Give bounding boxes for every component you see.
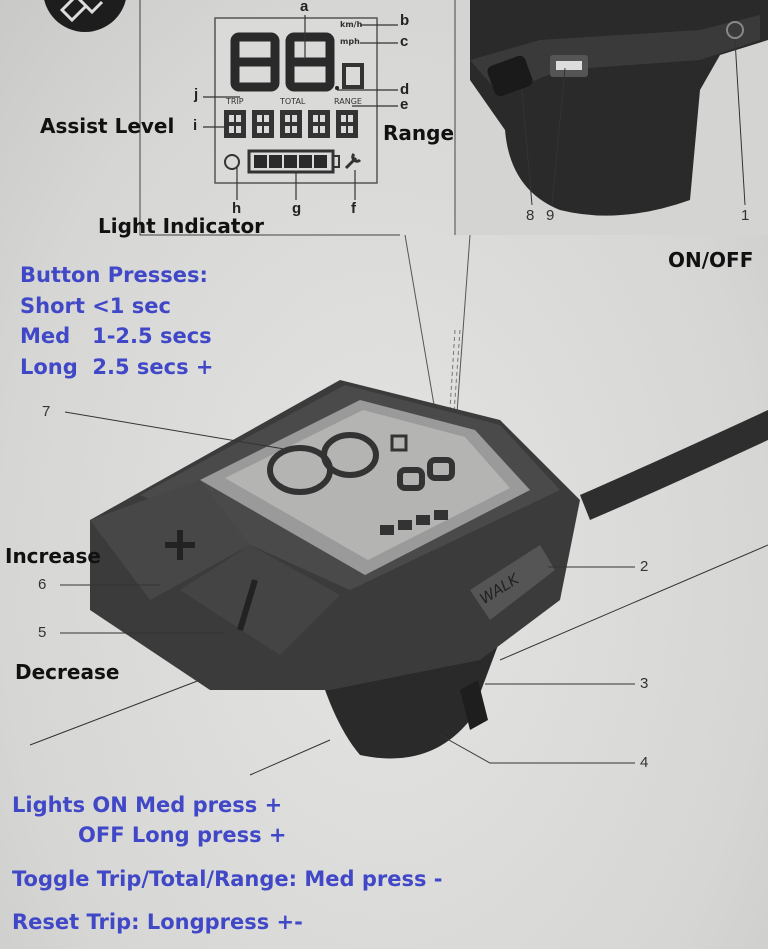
callout-3: 3 — [640, 675, 649, 692]
callout-e: e — [400, 96, 409, 113]
decrease-label: Decrease — [15, 660, 120, 684]
on-off-label: ON/OFF — [668, 248, 754, 272]
lights-on-instruction: Lights ON Med press + — [12, 793, 283, 817]
lights-off-instruction: OFF Long press + — [78, 823, 287, 847]
reset-instruction: Reset Trip: Longpress +- — [12, 910, 303, 934]
increase-label: Increase — [5, 544, 101, 568]
cable — [580, 410, 768, 520]
mode-range: RANGE — [334, 97, 362, 106]
legend-long: Long 2.5 secs + — [20, 354, 214, 379]
callout-1: 1 — [741, 207, 750, 224]
callout-f: f — [351, 200, 356, 217]
lcd-diagram — [203, 15, 398, 200]
callout-d: d — [400, 81, 410, 98]
callout-7: 7 — [42, 403, 51, 420]
mode-total: TOTAL — [280, 97, 306, 106]
legend-med: Med 1-2.5 secs — [20, 324, 212, 348]
walk-button — [470, 545, 555, 620]
plus-button — [90, 480, 250, 600]
side-view-photo — [456, 0, 768, 235]
callout-h: h — [232, 200, 242, 217]
callout-8: 8 — [526, 207, 535, 224]
callout-g: g — [292, 200, 302, 217]
callout-c: c — [400, 33, 409, 50]
unit-mph: mph — [340, 37, 360, 46]
range-label: Range — [383, 121, 455, 145]
light-icon — [224, 154, 240, 170]
mode-trip: TRIP — [226, 97, 244, 106]
display-unit — [29, 380, 768, 776]
legend-short: Short <1 sec — [20, 293, 171, 318]
callout-i: i — [193, 117, 198, 134]
wrench-icon — [344, 152, 362, 170]
light-indicator-label: Light Indicator — [98, 214, 265, 238]
callout-a: a — [300, 0, 309, 15]
button-presses-legend: Button Presses: Short <1 sec Med 1-2.5 s… — [20, 260, 214, 382]
minus-button — [180, 545, 340, 655]
legend-title: Button Presses: — [20, 263, 208, 287]
toggle-instruction: Toggle Trip/Total/Range: Med press - — [12, 867, 443, 891]
assist-level-label: Assist Level — [40, 114, 175, 138]
power-icon — [726, 21, 744, 39]
callout-b: b — [400, 12, 410, 29]
callout-9: 9 — [546, 207, 555, 224]
manual-icon — [44, 0, 126, 32]
callout-5: 5 — [38, 624, 47, 641]
callout-2: 2 — [640, 558, 649, 575]
callout-j: j — [194, 86, 199, 103]
callout-6: 6 — [38, 576, 47, 593]
unit-kmh: km/h — [340, 20, 363, 29]
callout-4: 4 — [640, 754, 649, 771]
